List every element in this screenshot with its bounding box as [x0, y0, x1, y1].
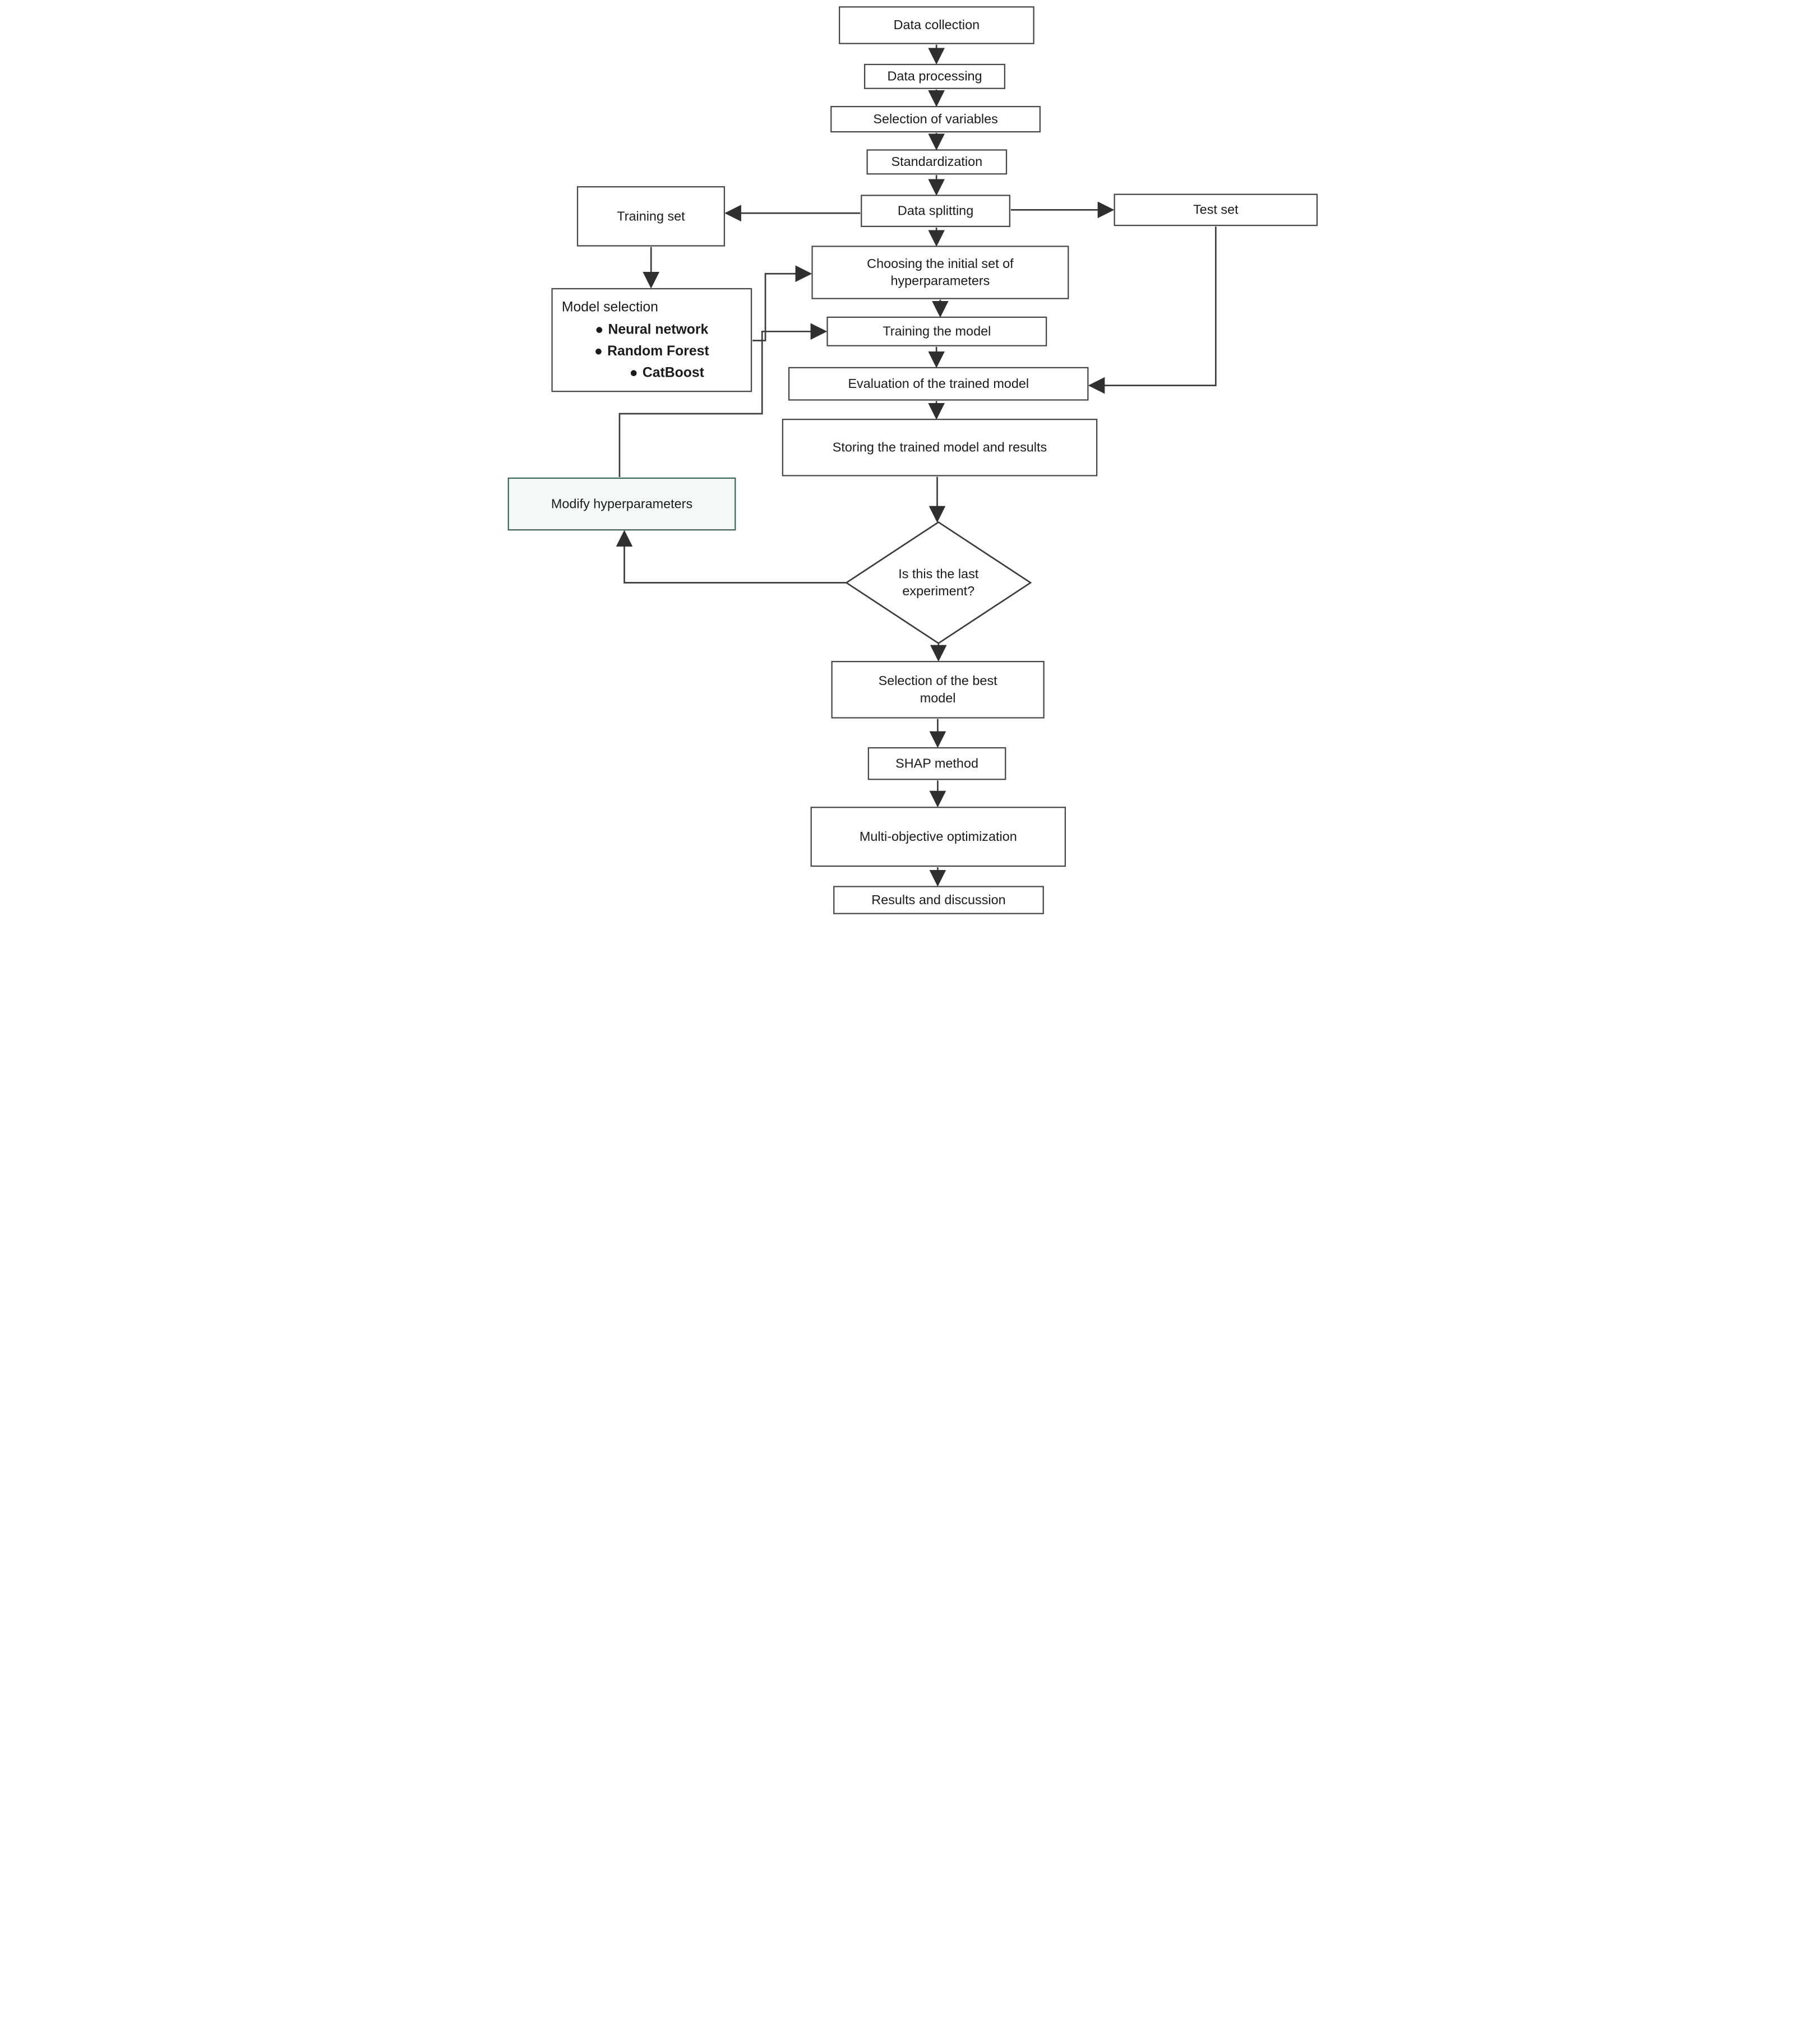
node-evaluation: Evaluation of the trained model	[788, 367, 1088, 401]
node-choosing-hyperparameters: Choosing the initial set of hyperparamet…	[811, 246, 1069, 299]
node-data-collection: Data collection	[838, 6, 1034, 44]
node-modify-hyperparameters: Modify hyperparameters	[507, 477, 736, 531]
flowchart-canvas: Data collection Data processing Selectio…	[500, 0, 1320, 917]
node-standardization: Standardization	[866, 149, 1007, 175]
node-shap-method: SHAP method	[867, 747, 1006, 780]
list-item-label: CatBoost	[642, 364, 704, 380]
node-training-the-model: Training the model	[826, 316, 1047, 346]
model-selection-title: Model selection	[561, 298, 658, 314]
bullet-icon: ●	[594, 321, 603, 337]
bullet-icon: ●	[629, 364, 638, 380]
node-storing: Storing the trained model and results	[782, 419, 1097, 476]
node-training-set: Training set	[576, 186, 725, 247]
list-item: ●Neural network	[561, 318, 741, 340]
flowchart-figure: Data collection Data processing Selectio…	[500, 0, 1320, 917]
model-selection-list: ●Neural network ●Random Forest ●CatBoost	[561, 318, 741, 383]
node-data-splitting: Data splitting	[860, 195, 1010, 227]
list-item: ●Random Forest	[561, 340, 741, 361]
edge-model-selection-to-choosing	[752, 265, 812, 341]
edge-test-set-to-evaluation	[1088, 226, 1217, 394]
node-results-and-discussion: Results and discussion	[833, 886, 1044, 914]
list-item-label: Neural network	[607, 321, 708, 337]
node-selection-of-variables: Selection of variables	[830, 106, 1041, 133]
node-selection-best-model: Selection of the best model	[831, 661, 1045, 719]
list-item: ●CatBoost	[561, 362, 741, 383]
node-model-selection: Model selection ●Neural network ●Random …	[551, 288, 752, 392]
list-item-label: Random Forest	[607, 343, 709, 359]
node-test-set: Test set	[1114, 193, 1318, 226]
node-data-processing: Data processing	[863, 63, 1005, 89]
edge-decision-to-modify	[616, 530, 846, 584]
node-decision-label: Is this the last experiment?	[898, 566, 978, 599]
bullet-icon: ●	[594, 343, 603, 359]
node-multi-objective-optimization: Multi-objective optimization	[810, 807, 1066, 867]
